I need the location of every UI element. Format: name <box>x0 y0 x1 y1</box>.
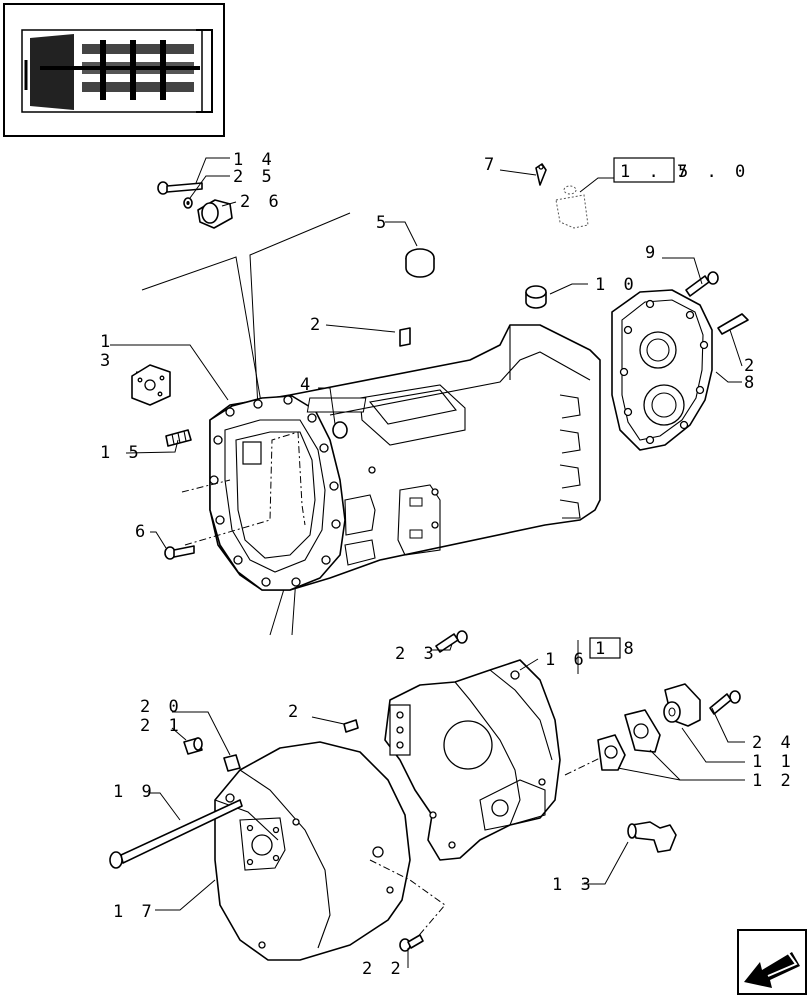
washer-25 <box>183 197 193 209</box>
bolt-24 <box>709 690 741 715</box>
plate-3 <box>131 364 171 406</box>
sensor-ref-sketch <box>555 185 589 229</box>
callout-1: 1 <box>100 332 114 352</box>
callout-7: 7 <box>484 155 498 175</box>
pin-7 <box>535 163 547 186</box>
callout-15: 1 5 <box>100 443 143 463</box>
bolt-6 <box>164 545 195 560</box>
callout-18: 1 8 <box>595 639 638 659</box>
callout-6: 6 <box>135 522 149 542</box>
callout-3: 3 <box>100 351 114 371</box>
ball-16 <box>510 670 520 680</box>
bell-housing <box>384 659 561 861</box>
elbow-13 <box>627 821 677 853</box>
gearbox-housing <box>209 324 601 591</box>
bolt-9 <box>685 271 719 297</box>
callout-24: 2 4 <box>752 733 795 753</box>
callout-9: 9 <box>645 243 659 263</box>
gasket-12a <box>597 734 626 771</box>
next-page-arrow-icon <box>744 949 800 988</box>
callout-16: 1 6 <box>545 650 588 670</box>
leader-lines <box>110 157 745 968</box>
bolt-23 <box>435 630 468 653</box>
transmission-thumbnail[interactable] <box>3 3 225 137</box>
callout-12: 1 2 <box>752 771 795 791</box>
plug-5 <box>405 248 435 278</box>
callout-14: 1 4 <box>233 150 276 170</box>
callout-23: 2 3 <box>395 644 438 664</box>
callout-2-lower: 2 <box>288 702 302 722</box>
bush-20 <box>223 754 241 772</box>
callout-10: 1 0 <box>595 275 638 295</box>
callout-22: 2 2 <box>362 959 405 979</box>
cap-10 <box>525 285 547 309</box>
callout-25: 2 5 <box>233 167 276 187</box>
pin-2-rear <box>717 313 749 335</box>
callout-4: 4 <box>300 375 314 395</box>
callout-8: 8 <box>744 373 758 393</box>
flange-11 <box>663 683 701 727</box>
pin-2-top <box>399 327 411 347</box>
block-26 <box>197 199 233 229</box>
callout-5: 5 <box>376 213 390 233</box>
pin-2-lower <box>343 719 359 733</box>
rear-cover <box>611 289 713 451</box>
callout-26: 2 6 <box>240 192 283 212</box>
bush-21 <box>183 737 203 755</box>
bolt-14 <box>157 181 203 195</box>
callout-labels: 1 4 2 5 2 6 5 7 1 . 7 5 . 0 2 1 0 9 1 3 … <box>100 150 795 979</box>
callout-17: 1 7 <box>113 902 156 922</box>
next-page-button[interactable] <box>737 929 807 995</box>
reference-part1: 1 . 7 <box>620 162 691 182</box>
gasket-12b <box>624 709 661 753</box>
clutch-housing <box>214 741 411 961</box>
bolt-22 <box>399 934 424 952</box>
callout-21: 2 1 <box>140 716 183 736</box>
callout-2-rear: 2 <box>744 356 758 376</box>
plug-4 <box>332 421 348 439</box>
reference-part2: 5 . 0 <box>678 162 749 182</box>
reference-box-group <box>589 157 675 659</box>
stud-15 <box>165 429 192 447</box>
callout-20: 2 0 <box>140 697 183 717</box>
long-bolt-19 <box>109 799 243 869</box>
callout-2-top: 2 <box>310 315 324 335</box>
transmission-thumbnail-icon <box>21 29 213 113</box>
callout-19: 1 9 <box>113 782 156 802</box>
callout-13: 1 3 <box>552 875 595 895</box>
callout-11: 1 1 <box>752 752 795 772</box>
